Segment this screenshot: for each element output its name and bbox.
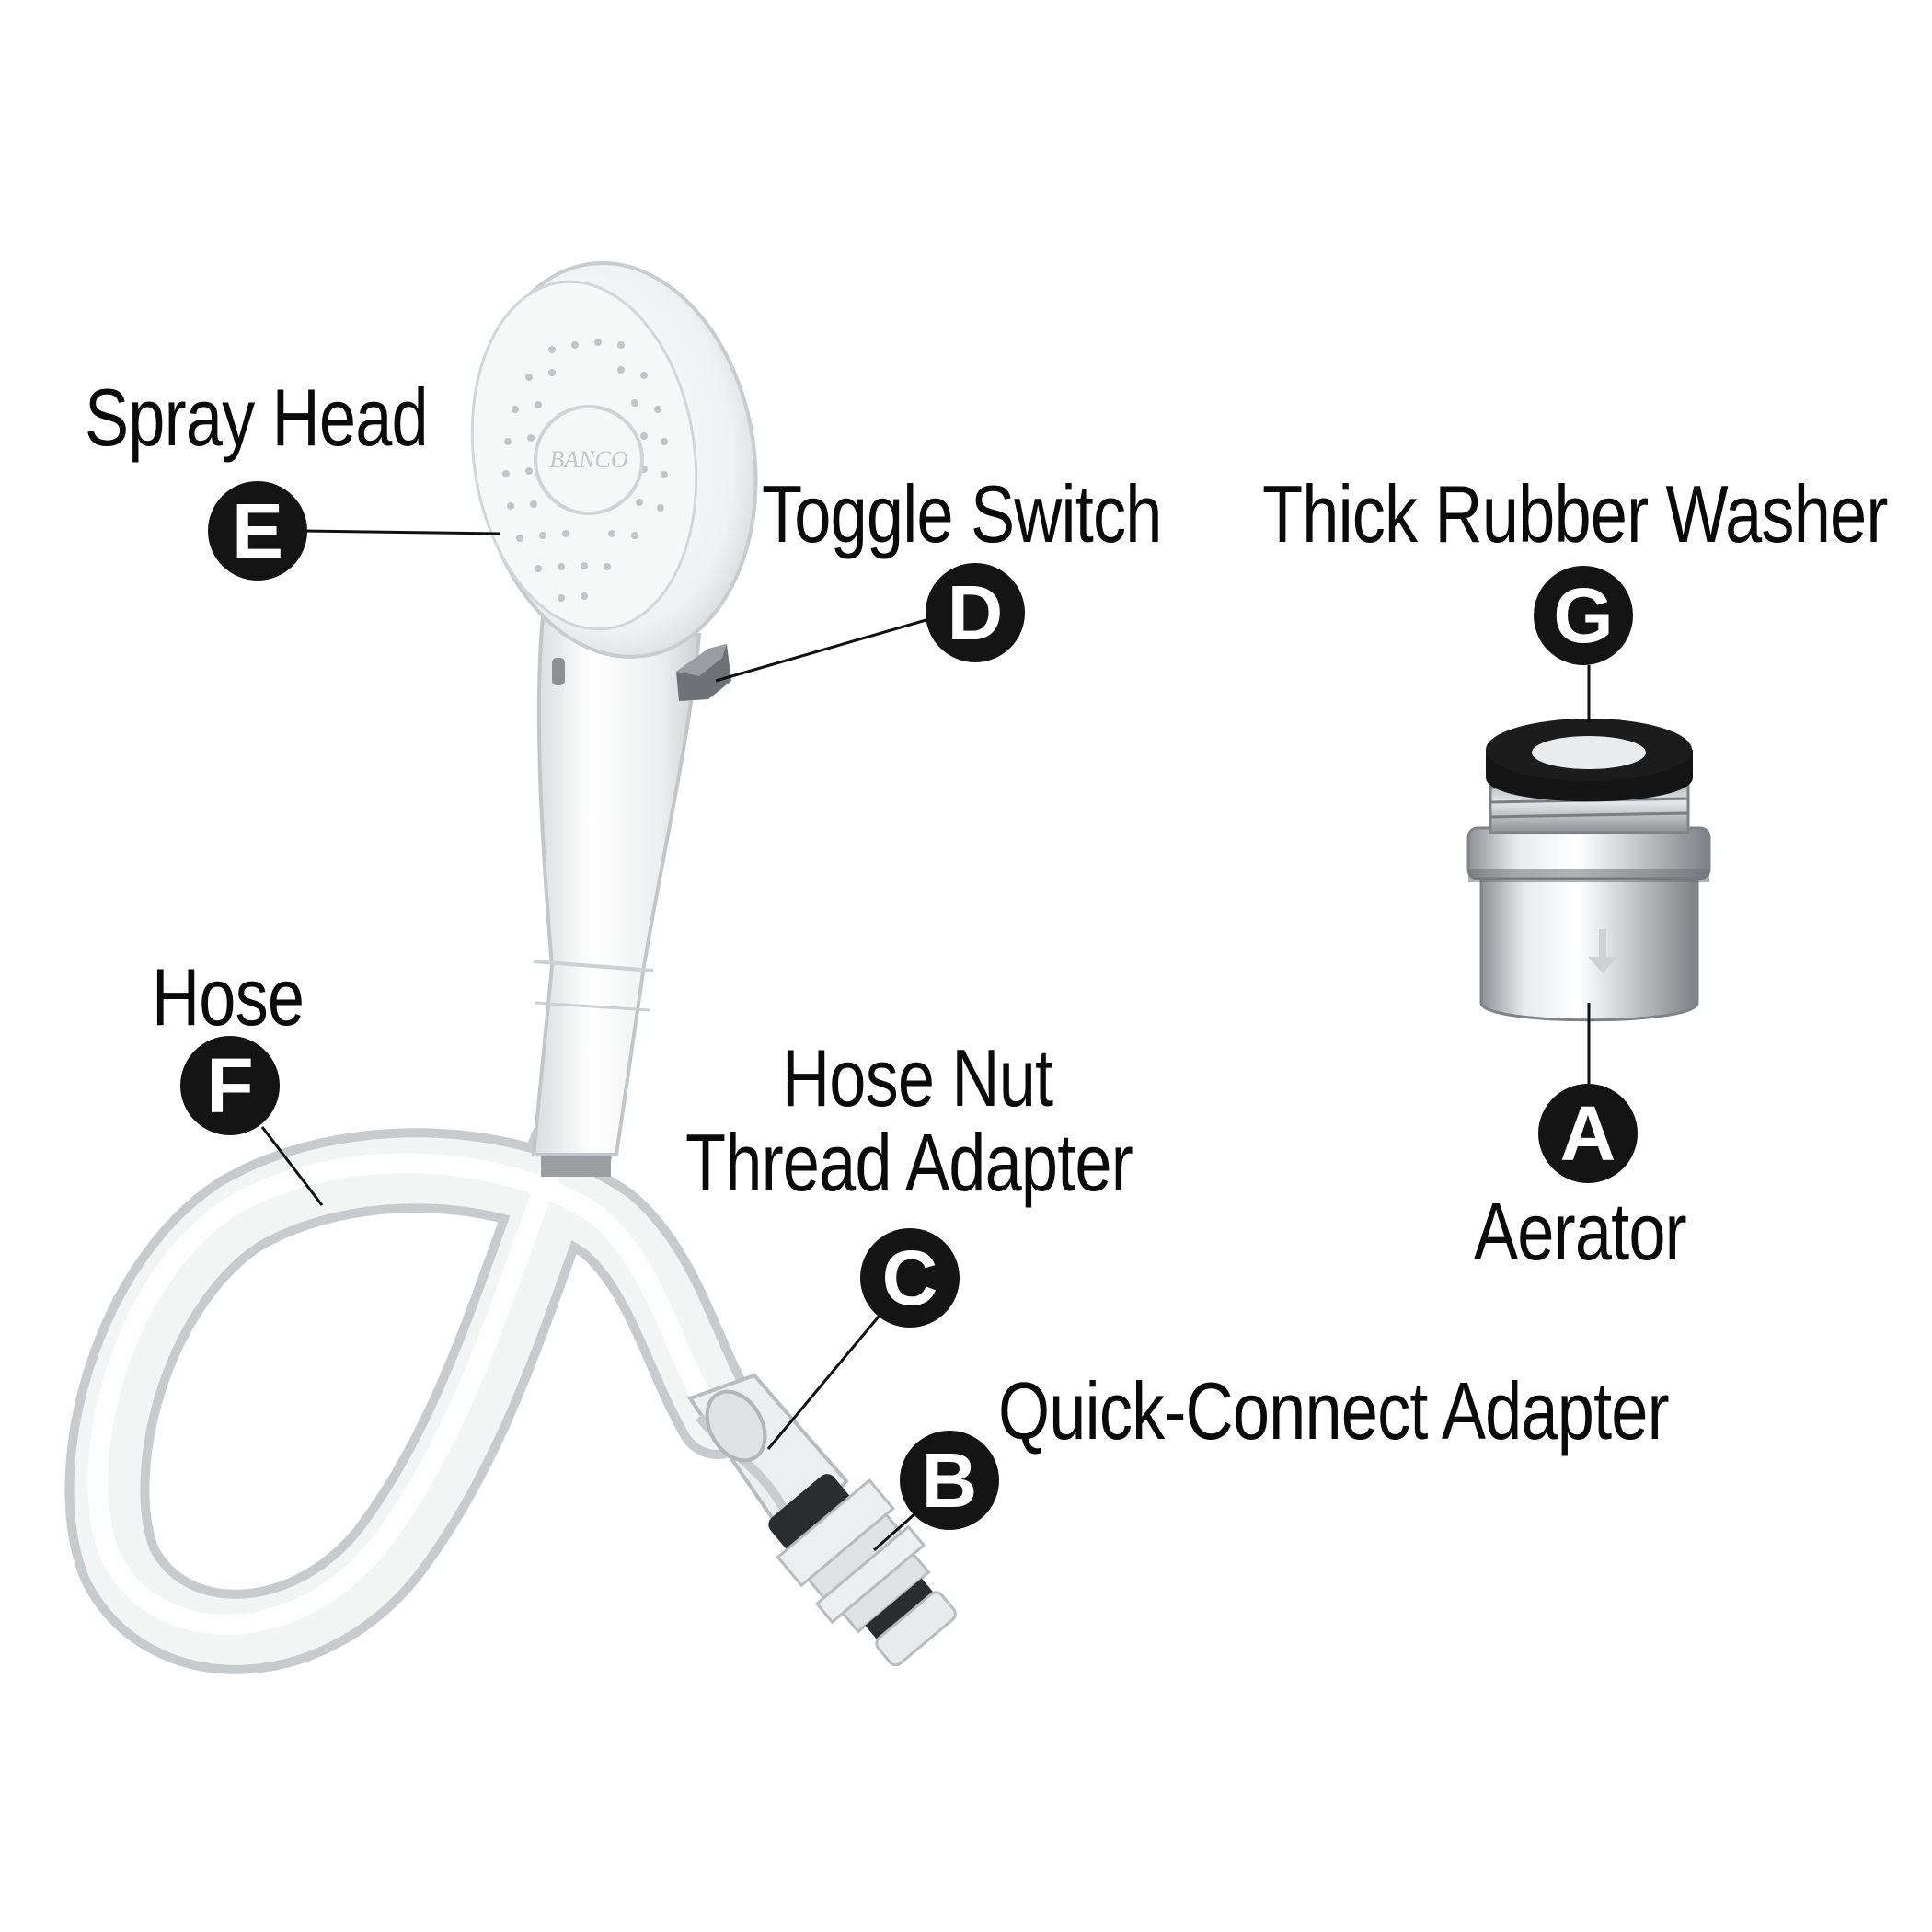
leader-line-e <box>303 529 500 535</box>
label-thread-adapter-line2: Thread Adapter <box>685 1117 1133 1208</box>
hose-nut-icon <box>686 1373 860 1562</box>
leader-line-b <box>873 1512 916 1552</box>
badge-f: F <box>180 1036 280 1135</box>
badge-a: A <box>1538 1084 1638 1183</box>
aerator-icon <box>1466 771 1711 1022</box>
label-aerator: Aerator <box>1474 1186 1687 1277</box>
spray-head-icon: BANCO <box>470 261 758 1177</box>
leader-lines <box>260 529 1591 1552</box>
badge-c: C <box>860 1228 960 1328</box>
badge-d: D <box>926 563 1025 662</box>
leader-line-f <box>260 1126 324 1206</box>
quick-connect-icon <box>776 1478 957 1667</box>
label-thick-rubber-washer: Thick Rubber Washer <box>1262 468 1888 559</box>
rubber-washer-icon <box>1486 719 1693 802</box>
label-hose-nut-line1: Hose Nut <box>782 1032 1053 1123</box>
badge-b: B <box>900 1431 999 1530</box>
label-toggle-switch: Toggle Switch <box>762 468 1162 559</box>
badge-g: G <box>1534 566 1633 665</box>
leader-line-c <box>766 1310 885 1450</box>
leader-line-d <box>715 617 930 683</box>
badge-e: E <box>208 481 307 581</box>
toggle-switch-icon <box>552 644 731 701</box>
brand-mark: BANCO <box>549 446 627 473</box>
hose-icon <box>64 1108 760 1674</box>
label-quick-connect-adapter: Quick-Connect Adapter <box>998 1365 1670 1456</box>
label-hose: Hose <box>152 951 305 1042</box>
label-spray-head: Spray Head <box>85 372 429 463</box>
